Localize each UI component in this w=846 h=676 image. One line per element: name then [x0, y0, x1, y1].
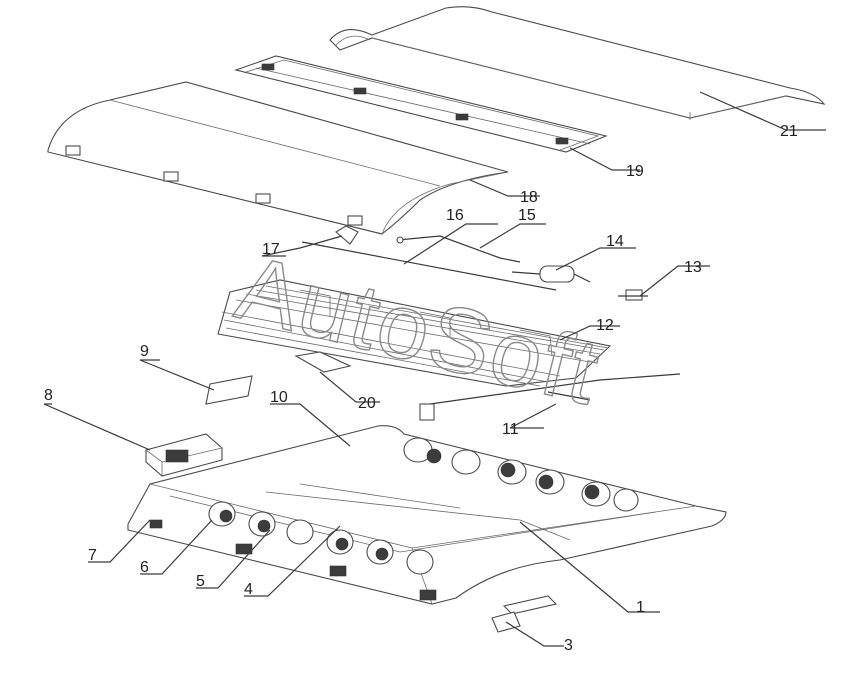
- part-21-rear-cover: [329, 6, 826, 120]
- part-8-grille: [145, 433, 223, 477]
- callout-5: 5: [196, 573, 205, 590]
- part-20-plate: [294, 351, 352, 373]
- callout-3: 3: [564, 637, 573, 654]
- callout-1: 1: [636, 599, 645, 616]
- callout-16: 16: [446, 207, 464, 224]
- callout-18: 18: [520, 189, 538, 206]
- part-3-bracket: [491, 595, 558, 633]
- callout-6: 6: [140, 559, 149, 576]
- callout-14: 14: [606, 233, 624, 250]
- callout-8: 8: [44, 387, 53, 404]
- part-18-front-cover: [47, 81, 509, 235]
- blower-row-rear: [403, 437, 639, 512]
- callout-21: 21: [780, 123, 798, 140]
- callout-12: 12: [596, 317, 614, 334]
- part-19-rail-strip: [234, 55, 608, 153]
- callout-15: 15: [518, 207, 536, 224]
- callout-17: 17: [262, 241, 280, 258]
- leader-lines: [43, 91, 826, 647]
- callout-19: 19: [626, 163, 644, 180]
- part-15-pipe: [396, 235, 521, 263]
- callout-labels: 21 19 18 16 15 14 13 17 12 9 20 8 10 11 …: [44, 123, 798, 654]
- part-14-filter: [511, 265, 591, 283]
- callout-7: 7: [88, 547, 97, 564]
- part-17-clip: [335, 225, 359, 245]
- part-9-plate: [205, 375, 253, 405]
- callout-20: 20: [358, 395, 376, 412]
- callout-10: 10: [270, 389, 288, 406]
- part-16-rod: [301, 241, 557, 291]
- callout-4: 4: [244, 581, 253, 598]
- callout-13: 13: [684, 259, 702, 276]
- blower-row-front: [208, 501, 434, 575]
- callout-9: 9: [140, 343, 149, 360]
- part-13-valve: [618, 289, 648, 301]
- part-11-pipe: [419, 373, 681, 421]
- part-12-evaporator: [217, 279, 612, 387]
- callout-11: 11: [502, 421, 519, 438]
